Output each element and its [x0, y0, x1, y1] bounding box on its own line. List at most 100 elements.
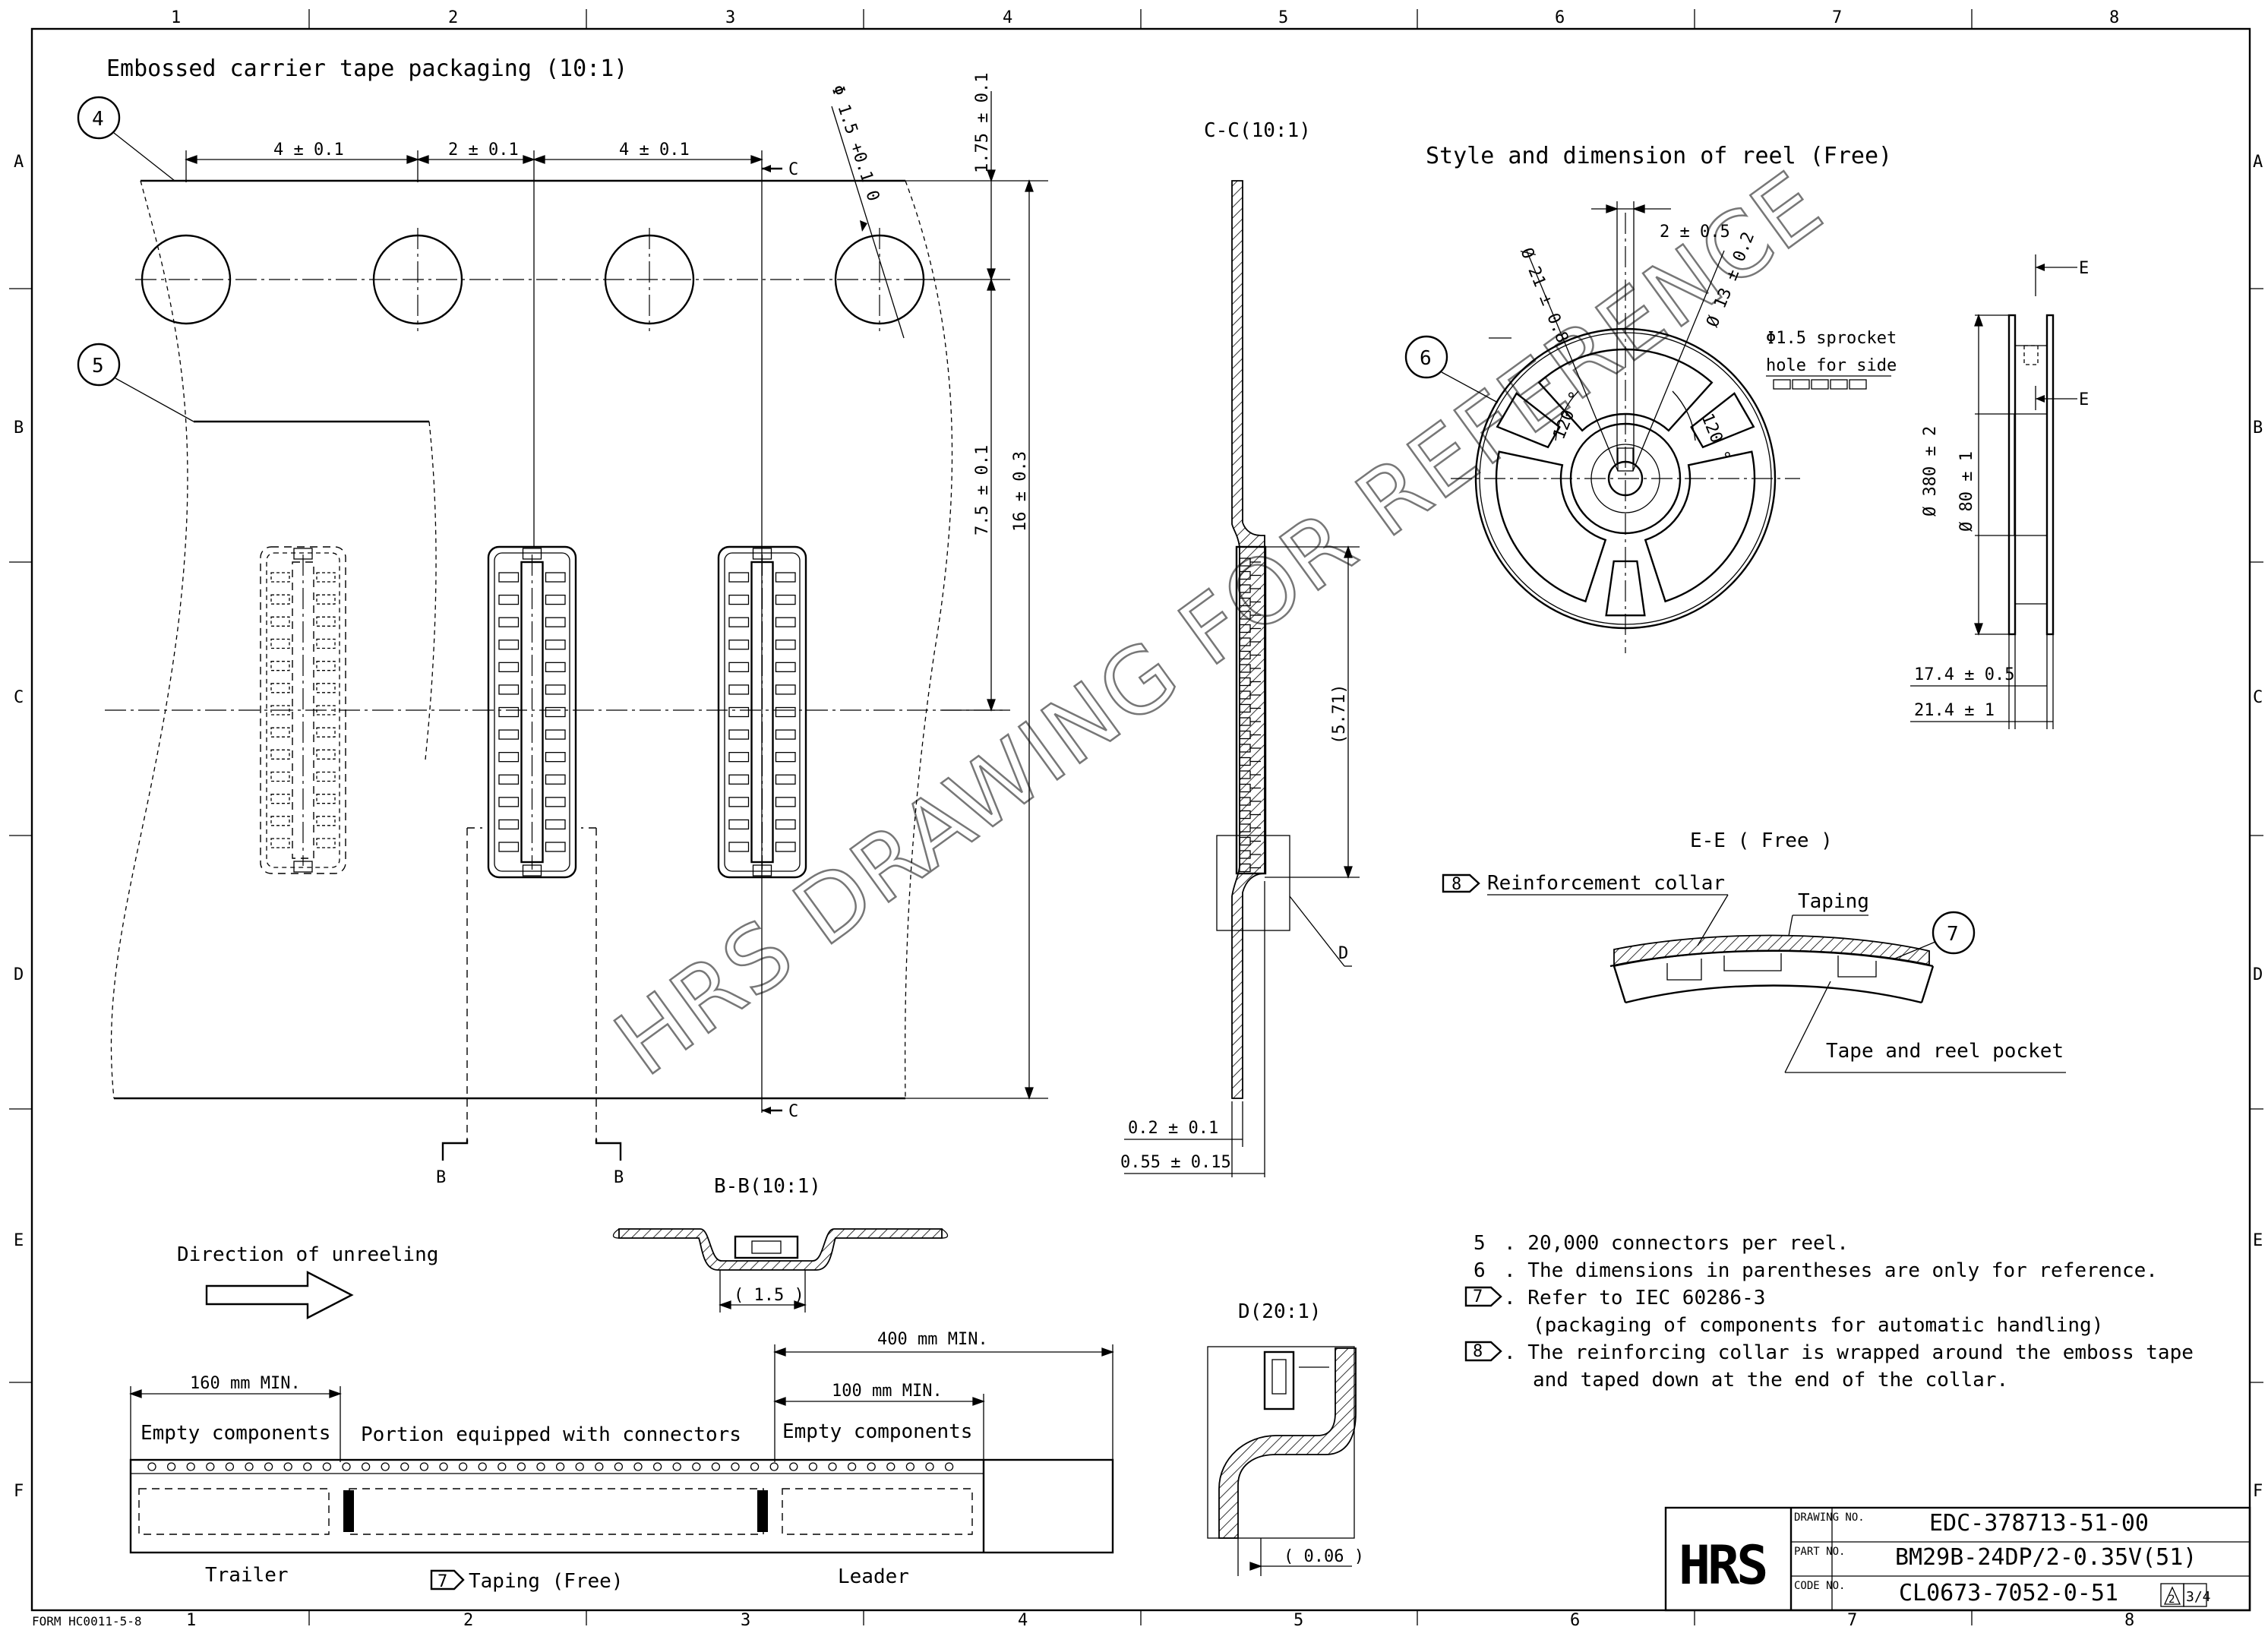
- section-bb-title: B-B(10:1): [714, 1175, 821, 1198]
- zone-column-label: 3: [741, 1611, 750, 1630]
- note-text: (packaging of components for automatic h…: [1533, 1314, 2103, 1337]
- sheet-number: 3/4: [2186, 1589, 2211, 1605]
- zone-row-label: F: [14, 1482, 24, 1501]
- leader-label: Leader: [838, 1565, 909, 1588]
- dim-400: 400 mm MIN.: [877, 1330, 988, 1349]
- zone-row-label: A: [14, 153, 24, 172]
- arrow-right-icon: [205, 1271, 354, 1319]
- empty-left-label: Empty components: [141, 1422, 330, 1445]
- zone-row-label: B: [14, 419, 24, 438]
- zone-column-label: 3: [725, 8, 735, 27]
- reel-dia-dim: Ø 380 ± 2: [1921, 426, 1940, 516]
- empty-right-label: Empty components: [782, 1420, 972, 1443]
- collar-label: Reinforcement collar: [1487, 872, 1725, 895]
- zone-column-label: 2: [448, 8, 458, 27]
- slot-dim: 2 ± 0.5: [1660, 223, 1730, 242]
- unreel-direction: Direction of unreeling: [177, 1243, 438, 1319]
- thickness-dim: 0.2 ± 0.1: [1128, 1119, 1218, 1138]
- reel-title: Style and dimension of reel (Free): [1426, 143, 1892, 169]
- detail-d-ref: D: [1338, 944, 1348, 963]
- dim-160: 160 mm MIN.: [190, 1374, 301, 1393]
- outer-width-dim: 21.4 ± 1: [1914, 701, 1995, 720]
- note-number: 5: [1474, 1232, 1486, 1255]
- depth-dim: 0.55 ± 0.15: [1120, 1153, 1231, 1172]
- direction-label: Direction of unreeling: [177, 1243, 438, 1266]
- zone-row-label: C: [2253, 688, 2263, 707]
- pocket-with-connector: [487, 545, 577, 879]
- hole-dia-dim: Φ 1.5 +0.1 0: [827, 83, 883, 204]
- balloon-4: [77, 96, 121, 140]
- zone-row-label: E: [2253, 1231, 2263, 1250]
- taping-flag: [430, 1569, 465, 1591]
- note-number: 6: [1474, 1259, 1486, 1282]
- drawing-no: EDC-378713-51-00: [1929, 1510, 2149, 1537]
- section-b-left: B: [436, 1168, 446, 1187]
- tape-width-dim: 16 ± 0.3: [1011, 451, 1030, 532]
- notes-block: 5. 20,000 connectors per reel.6. The dim…: [1464, 1232, 2194, 1392]
- section-bb-view: B-B(10:1) ( 1.5 ): [612, 1175, 949, 1313]
- detail-d-view: D(20:1) ( 0.06 ): [1207, 1300, 1364, 1576]
- taping-free-label: Taping (Free): [469, 1570, 624, 1593]
- zone-row-label: A: [2253, 153, 2263, 172]
- taping-flag-num: 7: [437, 1572, 447, 1591]
- part-no-label: PART NO.: [1794, 1546, 1845, 1558]
- code-no-label: CODE NO.: [1794, 1580, 1845, 1592]
- code-no: CL0673-7052-0-51: [1899, 1580, 2118, 1606]
- note-flag: [1464, 1286, 1502, 1307]
- hub-dia-dim: Ø 80 ± 1: [1957, 451, 1976, 532]
- section-ee-view: E-E ( Free ) 8 Reinforcement collar Tapi…: [1442, 829, 2066, 1073]
- collar-flag-num: 8: [1451, 875, 1461, 894]
- pitch-left-dim: 4 ± 0.1: [273, 141, 344, 160]
- title-block: HRS DRAWING NO. EDC-378713-51-00 PART NO…: [1664, 1506, 2251, 1612]
- collar-flag: [1442, 873, 1480, 893]
- part-no: BM29B-24DP/2-0.35V(51): [1895, 1544, 2197, 1571]
- zone-row-label: C: [14, 688, 24, 707]
- zone-column-label: 7: [1832, 8, 1842, 27]
- note-text: . Refer to IEC 60286-3: [1504, 1287, 1765, 1309]
- pocket-len-dim: (5.71): [1330, 684, 1349, 744]
- trailer-label: Trailer: [205, 1564, 289, 1587]
- balloon-6-label: 6: [1420, 347, 1432, 370]
- pocket-offset-dim: 7.5 ± 0.1: [973, 445, 992, 535]
- carrier-view-title: Embossed carrier tape packaging (10:1): [106, 55, 627, 82]
- section-e-top: E: [2079, 259, 2089, 278]
- zone-column-label: 7: [1847, 1611, 1857, 1630]
- pitch-mid-dim: 2 ± 0.1: [448, 141, 519, 160]
- balloon-7-label: 7: [1947, 923, 1959, 946]
- form-number: FORM HC0011-5-8: [32, 1614, 142, 1628]
- zone-column-label: 5: [1294, 1611, 1303, 1630]
- section-c-top: C: [788, 160, 798, 179]
- note-flag: [1464, 1341, 1502, 1362]
- taping-label: Taping: [1798, 890, 1869, 913]
- detail-d-title: D(20:1): [1238, 1300, 1322, 1323]
- dim-100: 100 mm MIN.: [832, 1382, 943, 1401]
- inner-width-dim: 17.4 ± 0.5: [1914, 665, 2014, 684]
- zone-column-label: 6: [1570, 1611, 1580, 1630]
- zone-column-label: 6: [1555, 8, 1565, 27]
- balloon-6: [1404, 335, 1448, 379]
- sprocket-note-2: hole for side: [1766, 356, 1897, 375]
- pocket-label: Tape and reel pocket: [1826, 1040, 2064, 1063]
- note-text: and taped down at the end of the collar.: [1533, 1369, 2008, 1392]
- zone-column-label: 1: [171, 8, 181, 27]
- note-number: 8: [1473, 1342, 1483, 1361]
- section-e-bottom: E: [2079, 390, 2089, 409]
- section-b-right: B: [614, 1168, 624, 1187]
- section-c-bottom: C: [788, 1102, 798, 1121]
- pitch-right-dim: 4 ± 0.1: [619, 141, 690, 160]
- zone-column-label: 8: [2109, 8, 2119, 27]
- zone-row-label: F: [2253, 1482, 2263, 1501]
- zone-column-label: 4: [1003, 8, 1012, 27]
- section-ee-title: E-E ( Free ): [1690, 829, 1833, 852]
- drawing-no-label: DRAWING NO.: [1794, 1512, 1865, 1524]
- zone-column-label: 8: [2124, 1611, 2134, 1630]
- sprocket-note-1: Φ1.5 sprocket: [1766, 329, 1897, 348]
- balloon-5: [77, 343, 121, 387]
- bb-dim: ( 1.5 ): [734, 1286, 804, 1305]
- zone-row-label: E: [14, 1231, 24, 1250]
- balloon-5-label: 5: [92, 355, 104, 377]
- revision: 2: [2168, 1594, 2175, 1606]
- note-text: . The reinforcing collar is wrapped arou…: [1504, 1341, 2194, 1364]
